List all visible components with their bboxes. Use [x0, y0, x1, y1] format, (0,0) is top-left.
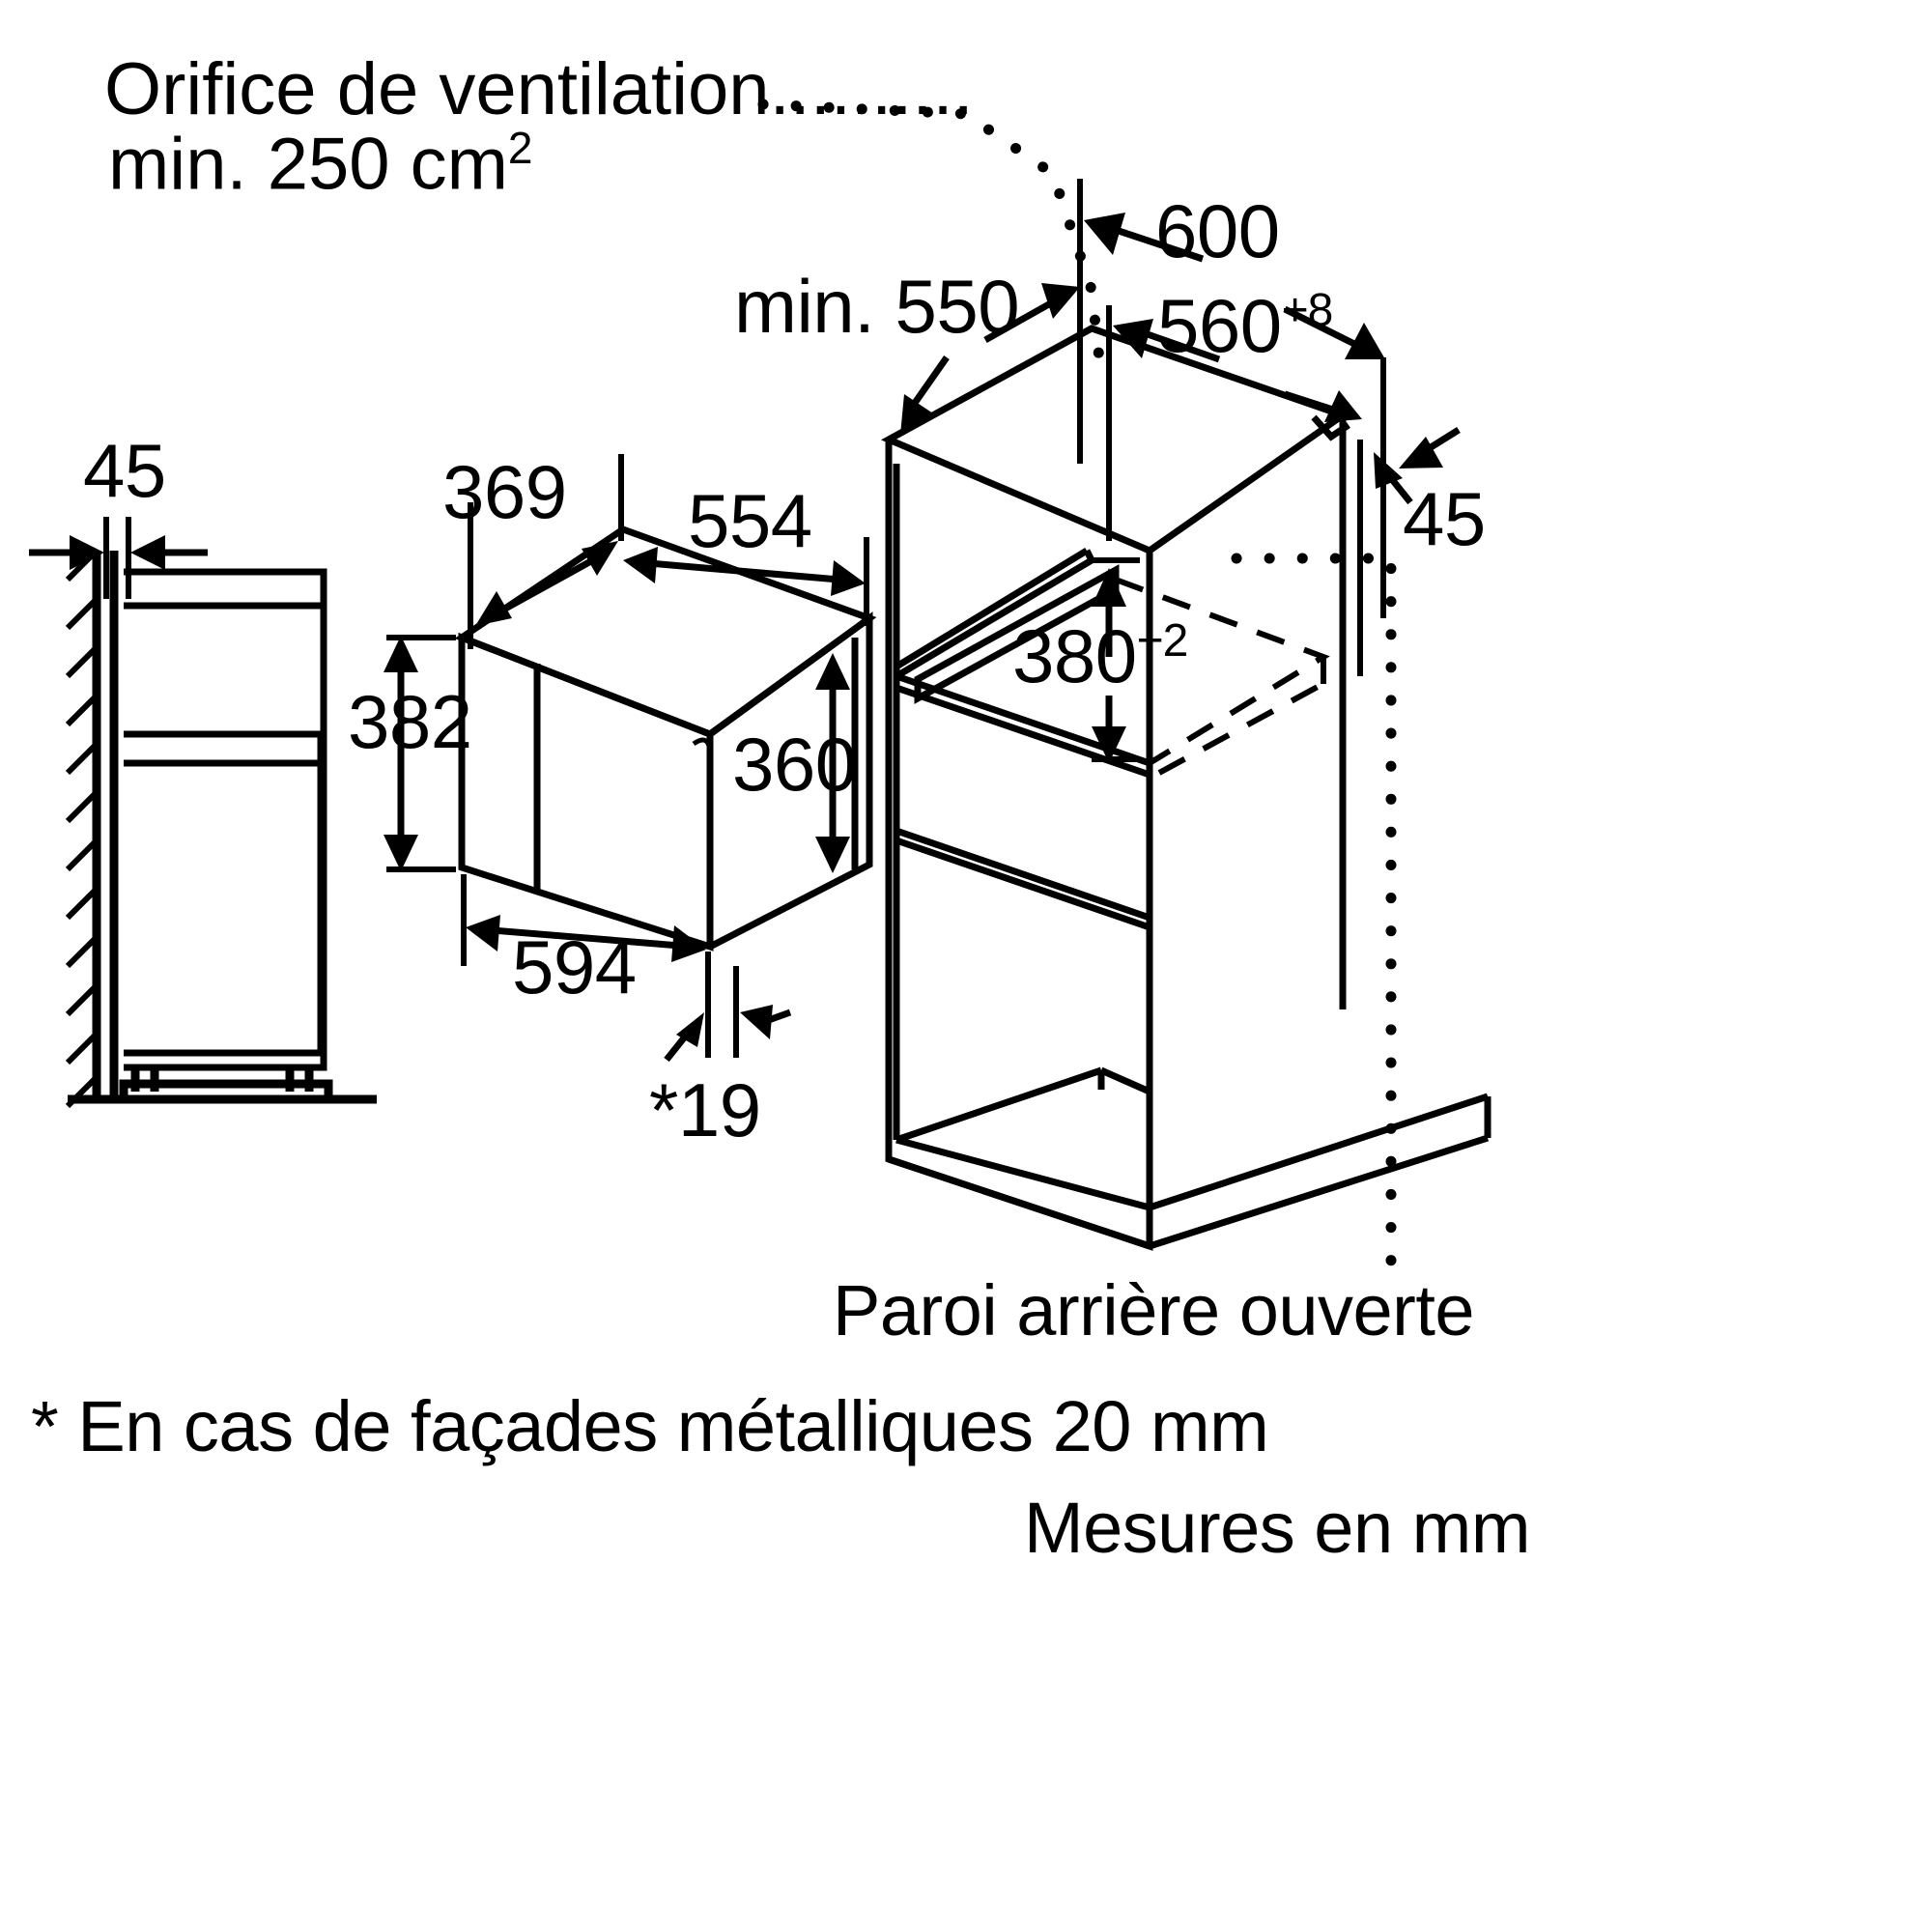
- caption-back-wall-open: Paroi arrière ouverte: [833, 1270, 1475, 1350]
- note-units-mm: Mesures en mm: [1024, 1488, 1530, 1568]
- dimension-right-gap-45: 45: [1403, 476, 1486, 561]
- niche-width-tolerance: +8: [1281, 285, 1334, 336]
- ventilation-label-line1: Orifice de ventilation..........: [104, 48, 974, 130]
- appliance-isometric-view: [384, 454, 877, 1063]
- niche-width-value: 560: [1157, 283, 1282, 368]
- ventilation-leader-dots: [757, 99, 1107, 383]
- dimension-min-550: min. 550: [734, 264, 1020, 349]
- dimension-wall-gap-45: 45: [83, 428, 166, 513]
- dimension-niche-560-plus-8: 560+8: [1157, 285, 1334, 364]
- dimension-appliance-front-width-594: 594: [512, 924, 637, 1009]
- back-wall-leader-dots: [1231, 553, 1397, 1281]
- dimension-appliance-front-height-360: 360: [732, 722, 857, 807]
- wall-section-view: [29, 517, 377, 1109]
- niche-height-tolerance: +2: [1136, 615, 1189, 667]
- ventilation-area-exponent: 2: [507, 123, 533, 173]
- dimension-panel-thickness-19: *19: [649, 1067, 761, 1152]
- ventilation-label-line2: min. 250 cm2: [108, 126, 533, 201]
- dimension-appliance-height-382: 382: [348, 679, 472, 764]
- footnote-metal-facade: * En cas de façades métalliques 20 mm: [31, 1386, 1269, 1466]
- dimension-appliance-depth-369: 369: [442, 449, 567, 534]
- dimension-appliance-width-554: 554: [688, 478, 812, 563]
- niche-height-value: 380: [1012, 613, 1137, 698]
- dimension-niche-height-380-plus-2: 380+2: [1012, 615, 1189, 695]
- cabinet-niche-view: [880, 179, 1492, 1251]
- ventilation-area-value: min. 250 cm: [108, 123, 508, 206]
- dimension-niche-600: 600: [1155, 188, 1280, 273]
